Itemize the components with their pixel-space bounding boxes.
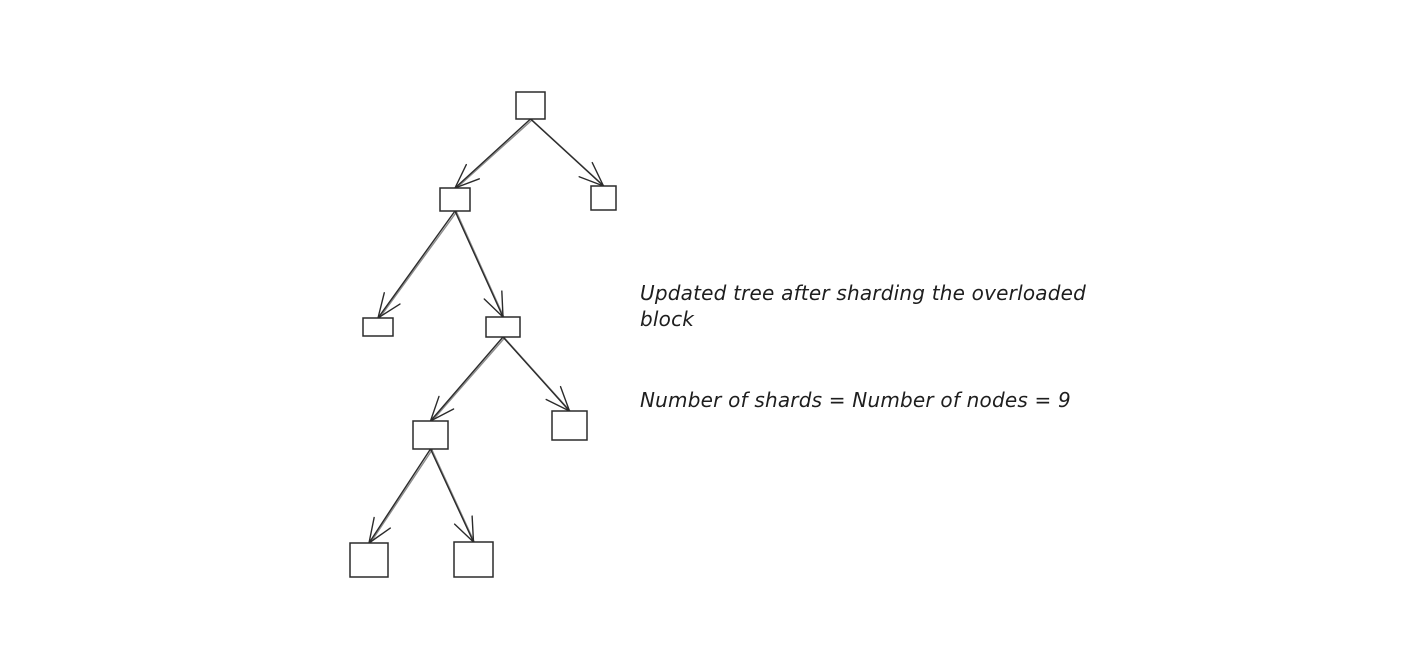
tree-edge-root-n2	[529, 118, 606, 188]
tree-edge-n4-n5	[429, 336, 506, 423]
shard-count-note: Number of shards = Number of nodes = 9	[640, 388, 1071, 412]
tree-node-n8	[453, 541, 494, 578]
tree-edge-n1-n3	[377, 210, 458, 320]
tree-edges	[368, 118, 606, 545]
tree-edge-n4-n6	[502, 336, 572, 413]
tree-node-n4	[485, 316, 521, 338]
tree-edge-n5-n7	[368, 448, 433, 545]
tree-edge-n5-n8	[429, 448, 476, 544]
tree-node-n1	[439, 187, 471, 212]
tree-node-n3	[362, 317, 394, 337]
tree-edge-root-n1	[454, 118, 533, 190]
tree-node-n2	[590, 185, 617, 211]
tree-edge-n1-n4	[454, 210, 505, 319]
tree-node-n6	[551, 410, 588, 441]
tree-node-n5	[412, 420, 449, 450]
tree-nodes	[349, 91, 617, 578]
tree-node-n7	[349, 542, 389, 578]
diagram-caption: Updated tree after sharding the overload…	[640, 281, 1087, 331]
tree-node-root	[515, 91, 546, 120]
